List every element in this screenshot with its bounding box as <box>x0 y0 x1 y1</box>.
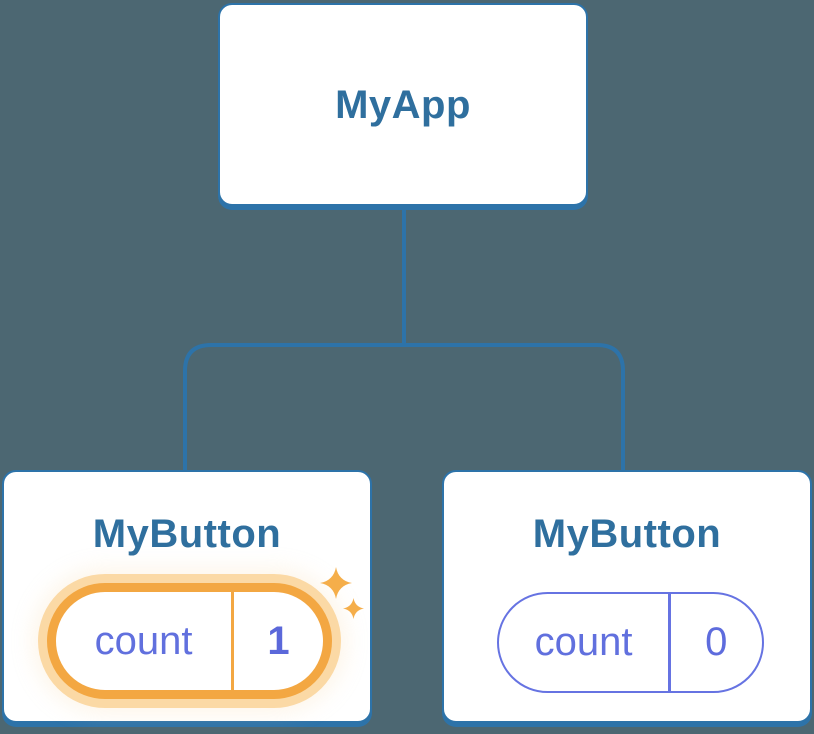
state-pill-divider <box>668 594 671 691</box>
node-mybutton-1-card: MyButton count 1 <box>2 470 372 723</box>
state-pill: count 0 <box>497 592 764 693</box>
node-myapp-title: MyApp <box>335 82 471 127</box>
connector-branch-to-children <box>183 343 625 472</box>
sparkle-icon <box>343 598 364 619</box>
state-value: 0 <box>705 620 728 664</box>
state-value: 1 <box>267 618 290 663</box>
node-myapp-card: MyApp <box>218 3 588 206</box>
node-mybutton-2-title: MyButton <box>532 512 722 556</box>
state-pill-highlighted: count 1 <box>47 583 332 699</box>
state-pill-divider <box>231 592 235 690</box>
state-label: count <box>94 618 193 663</box>
state-label: count <box>534 620 633 664</box>
sparkle-icon <box>320 567 352 599</box>
node-mybutton-1-title: MyButton <box>92 512 282 556</box>
node-mybutton-2-card: MyButton count 0 <box>442 470 812 723</box>
